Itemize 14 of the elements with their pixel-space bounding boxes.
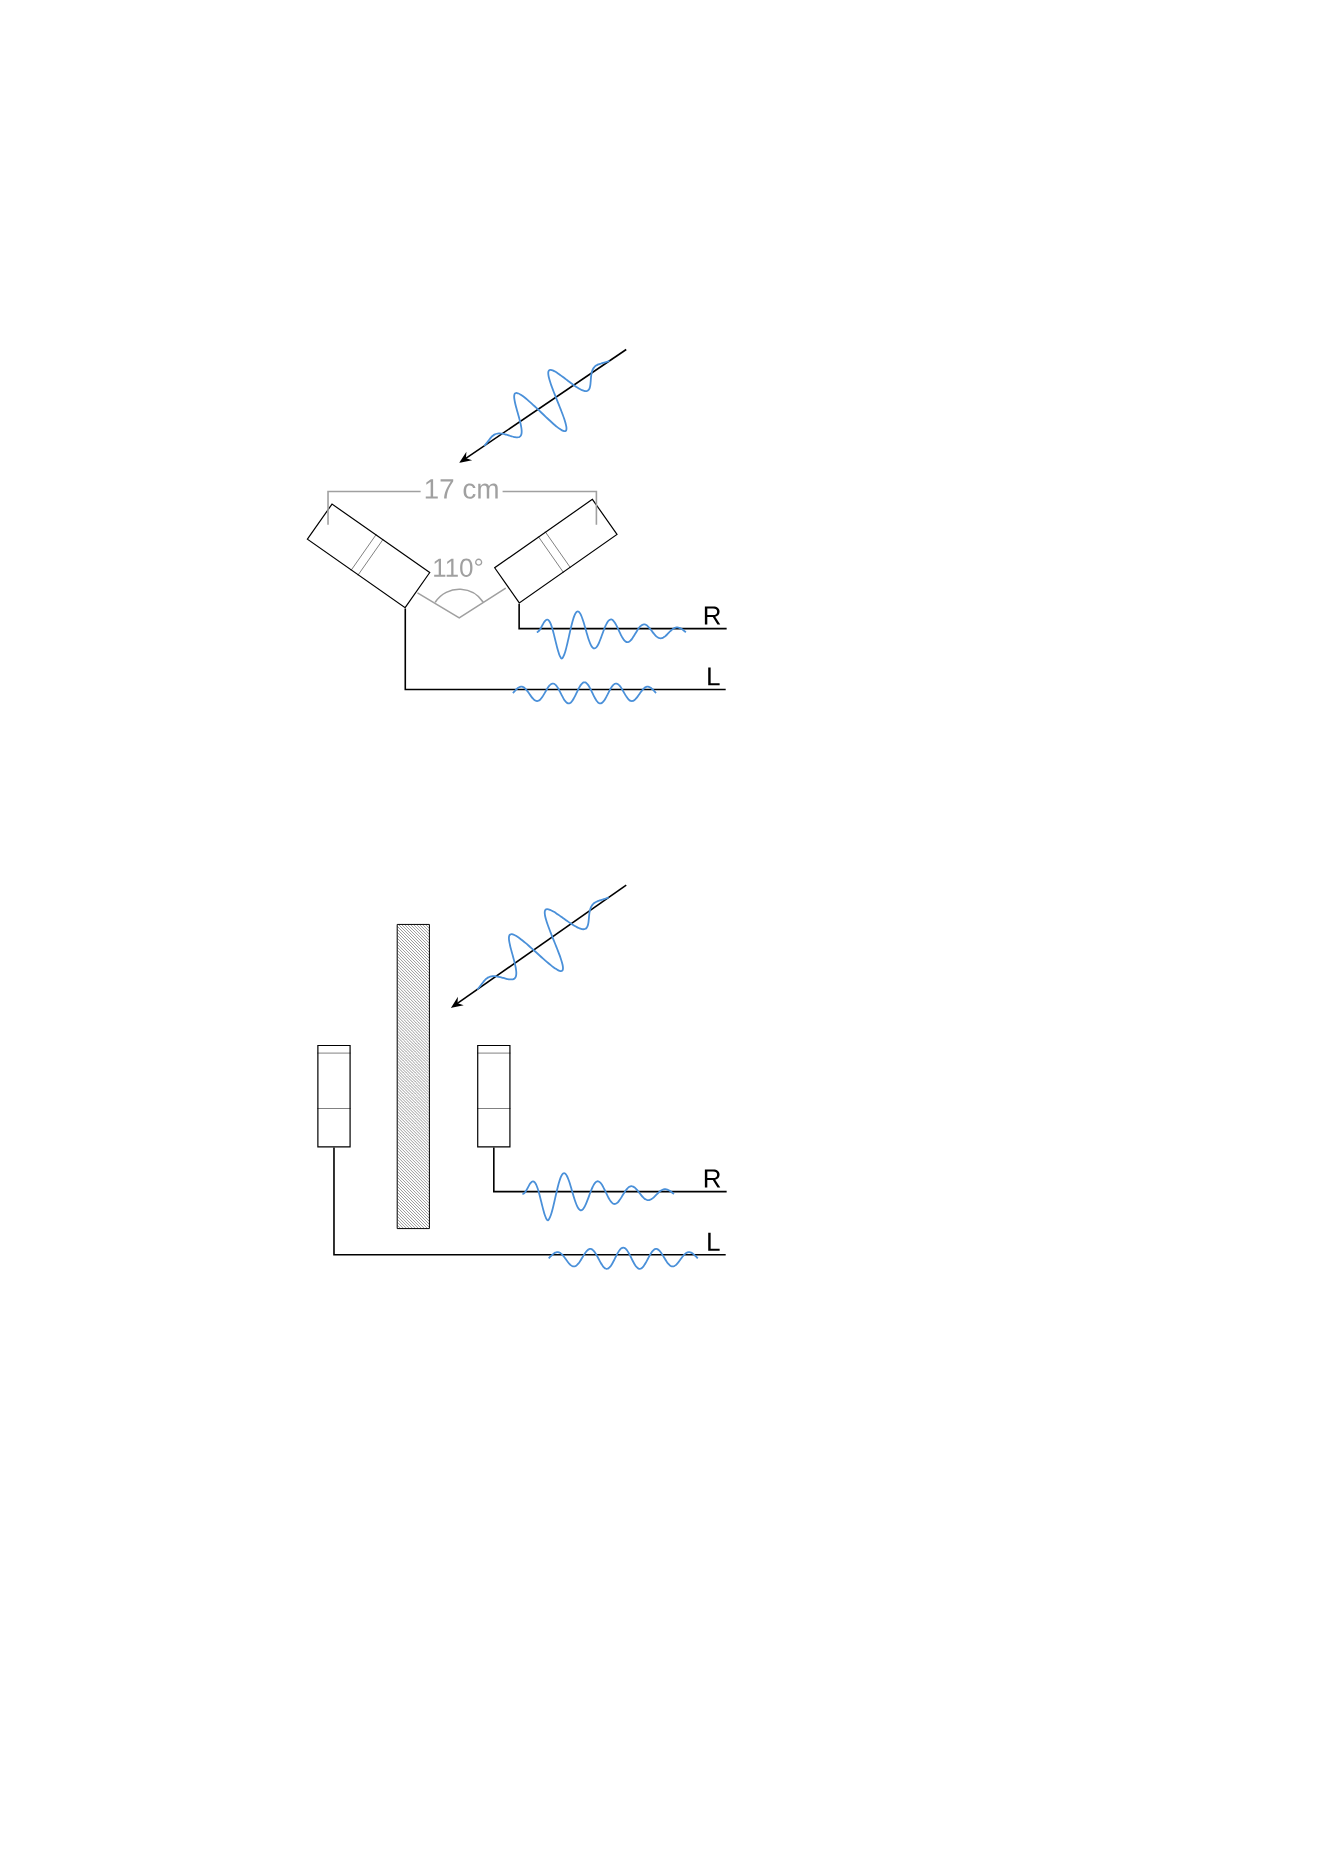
- channel-label: R: [704, 606, 721, 625]
- microphone: [317, 1044, 351, 1148]
- dimension-label: 17 cm: [420, 476, 503, 502]
- microphone: [306, 503, 431, 609]
- cable-line: [333, 1146, 727, 1256]
- microphone: [493, 498, 618, 604]
- angle-label: 110°: [434, 558, 483, 577]
- channel-label: L: [708, 1232, 720, 1251]
- cable-line: [493, 1146, 728, 1193]
- channel-label: R: [704, 1169, 721, 1188]
- microphone: [476, 1044, 511, 1148]
- channel-label: L: [708, 667, 720, 686]
- cable-line: [404, 607, 727, 691]
- cable-line: [518, 602, 728, 630]
